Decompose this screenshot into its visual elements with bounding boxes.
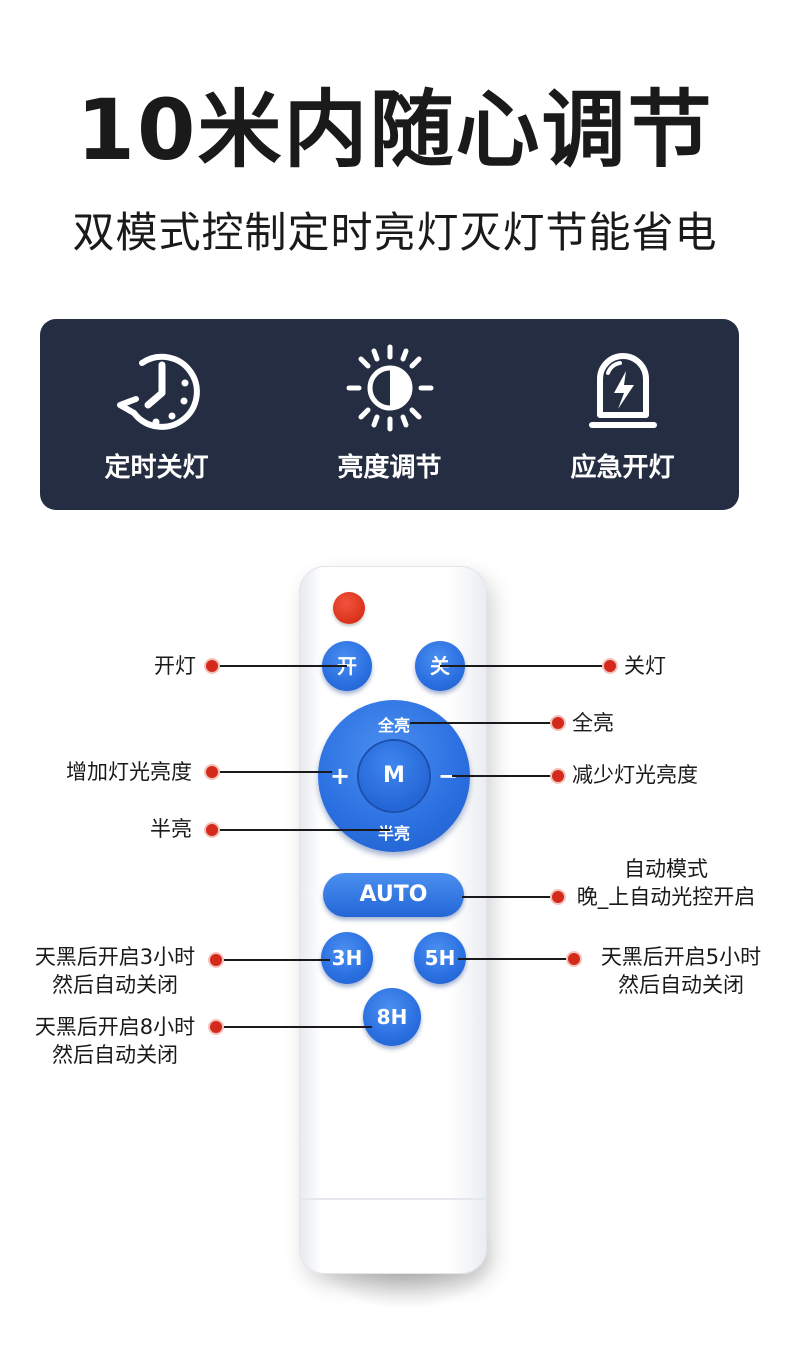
half-bright-button[interactable]: 半亮 xyxy=(377,824,410,843)
callout-line-half xyxy=(212,829,390,831)
callout-line-8h xyxy=(216,1026,372,1028)
callout-dot-off xyxy=(604,660,616,672)
callout-dot-5h xyxy=(568,953,580,965)
feature-timer: 定时关灯 xyxy=(40,319,273,510)
callout-dot-on xyxy=(206,660,218,672)
callout-dot-decrease xyxy=(552,770,564,782)
brightness-icon xyxy=(346,344,434,432)
callout-increase: 增加灯光亮度 xyxy=(66,760,192,784)
page-title: 10米内随心调节 xyxy=(76,81,714,179)
remote-seam xyxy=(299,1198,487,1200)
timer-3h-button[interactable]: 3H xyxy=(321,932,373,984)
callout-on: 开灯 xyxy=(154,654,196,678)
callout-off: 关灯 xyxy=(624,654,666,678)
callout-line-5h xyxy=(458,958,574,960)
timer-5h-button[interactable]: 5H xyxy=(414,932,466,984)
mode-button[interactable]: M xyxy=(359,741,429,811)
feature-label: 应急开灯 xyxy=(570,453,675,483)
callout-line-on xyxy=(212,665,347,667)
callout-full: 全亮 xyxy=(572,711,614,735)
decrease-button[interactable]: − xyxy=(437,762,459,790)
callout-3h: 天黑后开启3小时 然后自动关闭 xyxy=(20,943,210,1000)
page-subtitle: 双模式控制定时亮灯灭灯节能省电 xyxy=(72,208,718,257)
callout-dot-half xyxy=(206,824,218,836)
increase-button[interactable]: + xyxy=(329,762,351,790)
callout-8h: 天黑后开启8小时 然后自动关闭 xyxy=(20,1013,210,1070)
callout-dot-8h xyxy=(210,1021,222,1033)
full-bright-button[interactable]: 全亮 xyxy=(377,716,410,735)
callout-line-increase xyxy=(212,771,332,773)
callout-auto-line1: 自动模式 xyxy=(624,857,708,881)
callout-dot-3h xyxy=(210,954,222,966)
callout-3h-line2: 然后自动关闭 xyxy=(52,973,178,998)
feature-label: 亮度调节 xyxy=(337,453,442,483)
callout-decrease: 减少灯光亮度 xyxy=(572,763,698,787)
callout-line-3h xyxy=(216,959,330,961)
callout-5h-line1: 天黑后开启5小时 xyxy=(600,945,762,969)
feature-panel: 定时关灯 亮度调节 xyxy=(40,319,739,510)
callout-3h-line1: 天黑后开启3小时 xyxy=(34,945,196,969)
callout-line-decrease xyxy=(452,775,558,777)
callout-8h-line2: 然后自动关闭 xyxy=(52,1043,178,1068)
timer-8h-button[interactable]: 8H xyxy=(363,988,421,1046)
feature-label: 定时关灯 xyxy=(104,453,209,483)
callout-5h-line2: 然后自动关闭 xyxy=(618,973,744,998)
callout-half: 半亮 xyxy=(150,817,192,841)
timer-icon xyxy=(117,353,200,430)
feature-emergency: 应急开灯 xyxy=(506,319,739,510)
callout-line-off xyxy=(440,665,610,667)
callout-auto: 自动模式 晚_上自动光控开启 xyxy=(566,855,766,912)
auto-button[interactable]: AUTO xyxy=(323,873,464,917)
callout-dot-auto xyxy=(552,891,564,903)
callout-line-auto xyxy=(462,896,558,898)
callout-line-full xyxy=(410,722,558,724)
feature-brightness: 亮度调节 xyxy=(273,319,506,510)
power-button[interactable] xyxy=(333,592,365,624)
callout-5h: 天黑后开启5小时 然后自动关闭 xyxy=(586,943,776,1000)
callout-dot-increase xyxy=(206,766,218,778)
callout-auto-line2: 晚_上自动光控开启 xyxy=(576,885,756,910)
callout-8h-line1: 天黑后开启8小时 xyxy=(34,1015,196,1039)
callout-dot-full xyxy=(552,717,564,729)
emergency-light-icon xyxy=(589,353,657,428)
